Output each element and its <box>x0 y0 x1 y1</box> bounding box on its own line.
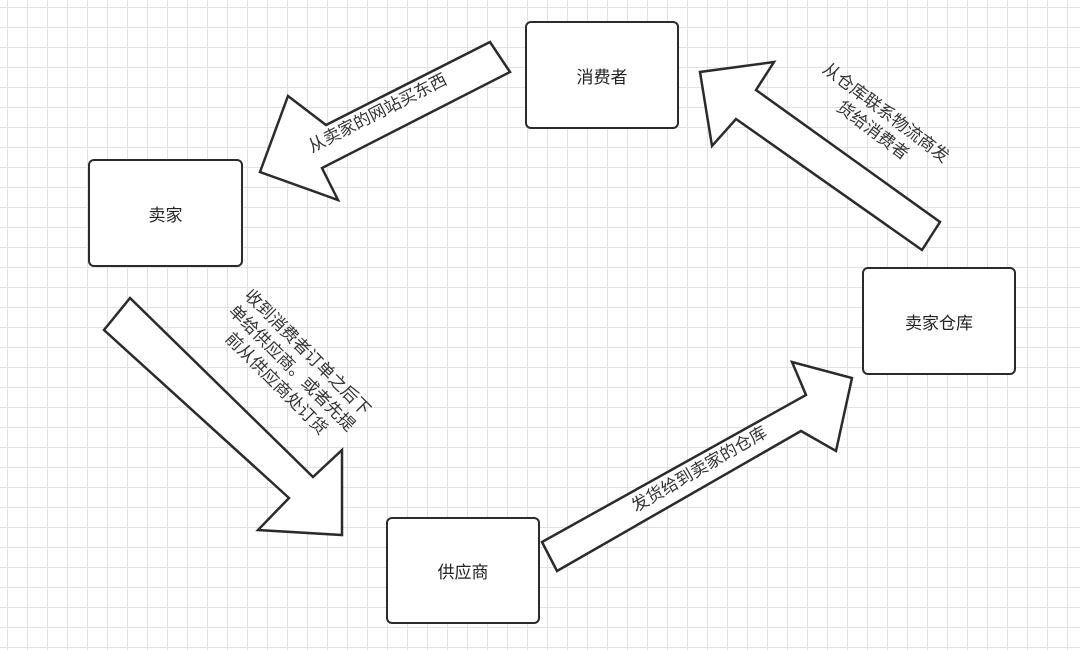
arrow-warehouse-to-consumer-shape <box>698 60 942 252</box>
node-seller-label: 卖家 <box>148 205 183 226</box>
arrow-seller-to-supplier-shape <box>102 296 344 537</box>
node-consumer[interactable]: 消费者 <box>525 21 679 129</box>
node-seller-warehouse[interactable]: 卖家仓库 <box>862 267 1016 375</box>
node-seller[interactable]: 卖家 <box>88 159 243 267</box>
node-consumer-label: 消费者 <box>576 67 628 88</box>
arrow-consumer-to-seller: 从卖家的网站买东西 <box>258 40 512 203</box>
arrow-consumer-to-seller-shape <box>258 40 512 203</box>
arrow-supplier-to-warehouse-shape <box>540 360 854 573</box>
node-seller-warehouse-label: 卖家仓库 <box>905 313 973 334</box>
node-supplier[interactable]: 供应商 <box>386 517 540 624</box>
arrow-supplier-to-warehouse-label: 发货给到卖家的仓库 <box>628 423 771 517</box>
arrow-warehouse-to-consumer: 从仓库联系物流商发 货给消费者 <box>698 59 953 252</box>
arrow-supplier-to-warehouse: 发货给到卖家的仓库 <box>540 360 854 573</box>
arrow-seller-to-supplier: 收到消费者订单之后下 单给供应商。或者先提 前从供应商处订货 <box>102 286 374 537</box>
node-supplier-label: 供应商 <box>437 563 489 583</box>
